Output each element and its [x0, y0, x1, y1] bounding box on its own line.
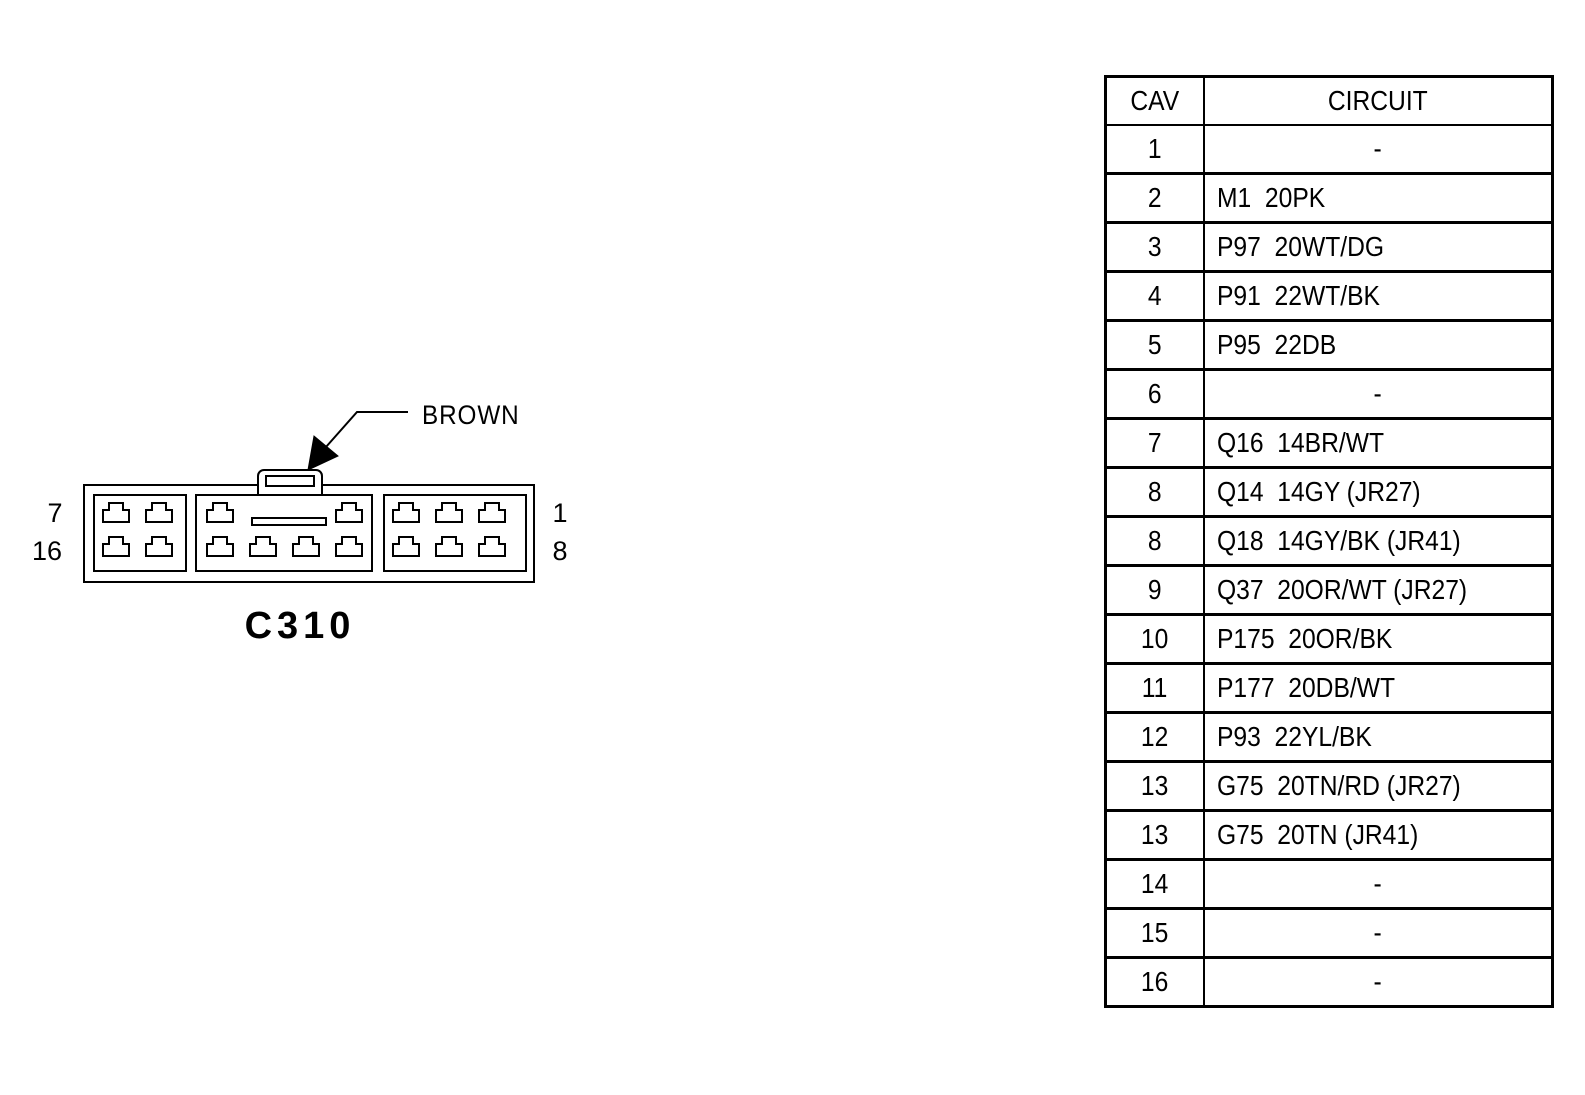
- cav-cell: 2: [1104, 172, 1205, 224]
- cavity-terminal: [206, 536, 234, 557]
- circuit-cell: P97 20WT/DG: [1203, 221, 1554, 273]
- cavity-terminal: [478, 536, 506, 557]
- pin-label-top-left: 7: [47, 498, 62, 528]
- cav-cell: 12: [1104, 711, 1205, 763]
- connector-name: C310: [245, 605, 356, 647]
- cavity-terminal: [206, 502, 234, 523]
- circuit-cell: -: [1203, 858, 1554, 910]
- circuit-cell: M1 20PK: [1203, 172, 1554, 224]
- cavity-terminal: [435, 536, 463, 557]
- circuit-cell: Q37 20OR/WT (JR27): [1203, 564, 1554, 616]
- circuit-cell: G75 20TN (JR41): [1203, 809, 1554, 861]
- cavity-terminal: [145, 502, 173, 523]
- cav-cell: 16: [1104, 956, 1205, 1008]
- circuit-cell: -: [1203, 368, 1554, 420]
- table-row: 6-: [1104, 368, 1554, 420]
- cavity-terminal: [102, 502, 130, 523]
- cav-cell: 1: [1104, 124, 1205, 175]
- cav-cell: 4: [1104, 270, 1205, 322]
- circuit-cell: -: [1203, 124, 1554, 175]
- pin-label-top-right: 1: [552, 498, 567, 528]
- color-pointer: [307, 411, 408, 471]
- pin-label-bottom-left: 16: [32, 536, 62, 566]
- circuit-cell: P175 20OR/BK: [1203, 613, 1554, 665]
- cav-cell: 10: [1104, 613, 1205, 665]
- header-circuit: CIRCUIT: [1203, 75, 1554, 126]
- connector-body: [83, 469, 535, 583]
- cavity-terminal: [292, 536, 320, 557]
- cav-cell: 5: [1104, 319, 1205, 371]
- cavity-terminal: [145, 536, 173, 557]
- cav-cell: 8: [1104, 466, 1205, 518]
- circuit-cell: P93 22YL/BK: [1203, 711, 1554, 763]
- cavity-terminal: [392, 502, 420, 523]
- table-row: 15-: [1104, 907, 1554, 959]
- circuit-cell: P91 22WT/BK: [1203, 270, 1554, 322]
- circuit-cell: -: [1203, 956, 1554, 1008]
- cavity-terminal: [478, 502, 506, 523]
- table-row: 1-: [1104, 124, 1554, 175]
- circuit-cell: Q16 14BR/WT: [1203, 417, 1554, 469]
- cav-cell: 6: [1104, 368, 1205, 420]
- circuit-cell: Q14 14GY (JR27): [1203, 466, 1554, 518]
- cav-cell: 15: [1104, 907, 1205, 959]
- cav-cell: 9: [1104, 564, 1205, 616]
- cavity-terminal: [249, 536, 277, 557]
- cavity-terminal: [335, 502, 363, 523]
- cav-cell: 3: [1104, 221, 1205, 273]
- cav-cell: 7: [1104, 417, 1205, 469]
- cav-cell: 13: [1104, 760, 1205, 812]
- header-cav: CAV: [1104, 75, 1205, 126]
- pin-label-bottom-right: 8: [552, 536, 567, 566]
- cav-cell: 14: [1104, 858, 1205, 910]
- cav-cell: 11: [1104, 662, 1205, 714]
- table-row: 14-: [1104, 858, 1554, 910]
- color-label: BROWN: [422, 401, 520, 430]
- cavity-terminal: [435, 502, 463, 523]
- circuit-cell: -: [1203, 907, 1554, 959]
- circuit-cell: P177 20DB/WT: [1203, 662, 1554, 714]
- connector-cavities: [102, 502, 506, 557]
- cavity-terminal: [102, 536, 130, 557]
- circuit-cell: G75 20TN/RD (JR27): [1203, 760, 1554, 812]
- circuit-cell: P95 22DB: [1203, 319, 1554, 371]
- cav-cell: 8: [1104, 515, 1205, 567]
- table-row: 16-: [1104, 956, 1554, 1008]
- cavity-terminal: [335, 536, 363, 557]
- circuit-cell: Q18 14GY/BK (JR41): [1203, 515, 1554, 567]
- table-header-row: CAV CIRCUIT: [1104, 75, 1554, 126]
- cavity-terminal: [392, 536, 420, 557]
- cav-cell: 13: [1104, 809, 1205, 861]
